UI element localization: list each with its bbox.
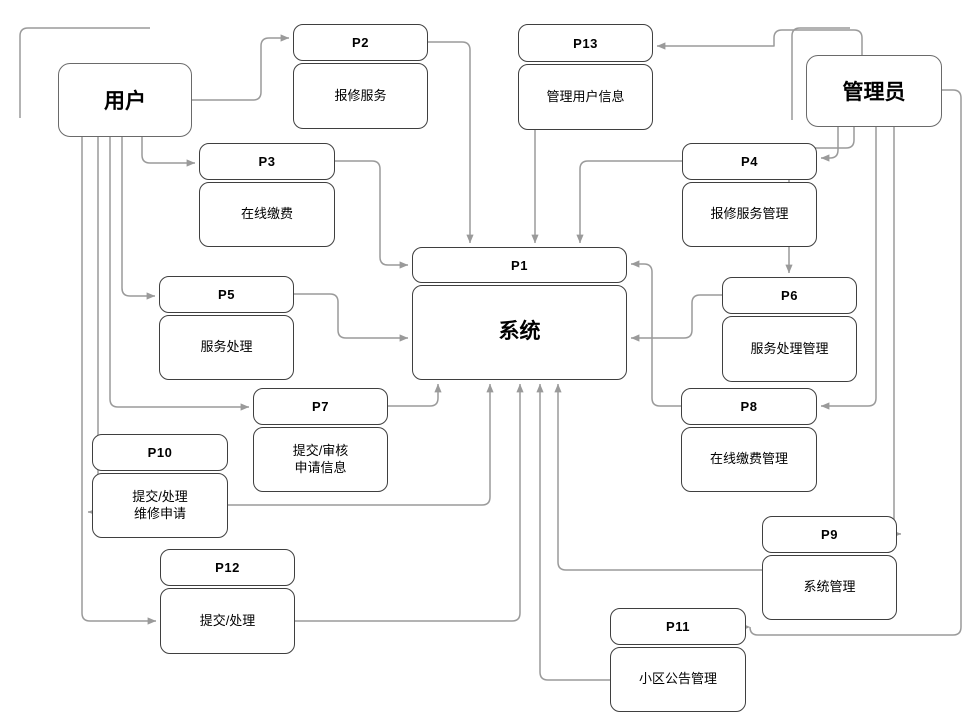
process-header-P6[interactable]: P6 xyxy=(722,277,857,314)
flow-admin-to-P9 xyxy=(892,127,902,538)
actor-admin[interactable]: 管理员 xyxy=(806,55,942,127)
process-label-P13: 管理用户信息 xyxy=(546,88,625,104)
process-body-P2[interactable]: 报修服务 xyxy=(293,63,428,129)
process-header-P8[interactable]: P8 xyxy=(681,388,817,425)
flow-P6-to-P1 xyxy=(630,294,722,342)
actor-user[interactable]: 用户 xyxy=(58,63,192,137)
process-body-P13[interactable]: 管理用户信息 xyxy=(518,64,653,130)
process-label-P1: 系统 xyxy=(498,320,541,344)
flow-admin-to-P4 xyxy=(820,127,839,162)
flow-user-to-P7 xyxy=(109,137,250,411)
process-body-P10[interactable]: 提交/处理维修申请 xyxy=(92,473,228,538)
process-header-P12[interactable]: P12 xyxy=(160,549,295,586)
process-header-P3[interactable]: P3 xyxy=(199,143,335,180)
process-label-P10: 提交/处理维修申请 xyxy=(132,489,188,521)
process-label-P8: 在线缴费管理 xyxy=(709,451,788,467)
process-label-P4: 报修服务管理 xyxy=(710,206,789,222)
flow-P12-to-P1 xyxy=(295,383,524,622)
process-header-P1[interactable]: P1 xyxy=(412,247,627,283)
process-header-P10[interactable]: P10 xyxy=(92,434,228,471)
flow-P9-to-P1 xyxy=(554,383,762,571)
process-label-P11: 小区公告管理 xyxy=(638,671,717,687)
flow-P8-to-P1 xyxy=(630,260,681,407)
process-label-P6: 服务处理管理 xyxy=(750,340,829,356)
process-body-P7[interactable]: 提交/审核申请信息 xyxy=(253,427,388,492)
flow-P3-to-P1 xyxy=(335,160,409,269)
process-header-P5[interactable]: P5 xyxy=(159,276,294,313)
process-body-P9[interactable]: 系统管理 xyxy=(762,555,897,620)
process-label-P7: 提交/审核申请信息 xyxy=(292,443,349,475)
flow-admin-to-P11 xyxy=(746,89,962,636)
process-label-P5: 服务处理 xyxy=(200,339,253,355)
flow-P4-to-P1 xyxy=(576,160,682,244)
process-label-P9: 系统管理 xyxy=(803,579,856,595)
flow-P5-to-P1 xyxy=(294,293,409,342)
flow-user-to-P3 xyxy=(141,137,196,167)
process-label-P3: 在线缴费 xyxy=(240,206,293,222)
process-body-P11[interactable]: 小区公告管理 xyxy=(610,647,746,712)
process-body-P1[interactable]: 系统 xyxy=(412,285,627,380)
flow-user-to-P2 xyxy=(192,34,290,101)
flow-P11-to-P1 xyxy=(536,383,610,681)
flow-user-to-P5 xyxy=(121,137,156,300)
process-body-P5[interactable]: 服务处理 xyxy=(159,315,294,380)
process-body-P12[interactable]: 提交/处理 xyxy=(160,588,295,654)
flow-P2-to-P1 xyxy=(428,41,474,244)
process-header-P2[interactable]: P2 xyxy=(293,24,428,61)
process-label-P12: 提交/处理 xyxy=(199,612,256,628)
flow-user-to-P12 xyxy=(81,137,157,625)
process-header-P7[interactable]: P7 xyxy=(253,388,388,425)
process-header-P9[interactable]: P9 xyxy=(762,516,897,553)
process-body-P8[interactable]: 在线缴费管理 xyxy=(681,427,817,492)
process-header-P11[interactable]: P11 xyxy=(610,608,746,645)
flow-admin-to-P8 xyxy=(820,127,877,410)
process-body-P6[interactable]: 服务处理管理 xyxy=(722,316,857,382)
process-body-P3[interactable]: 在线缴费 xyxy=(199,182,335,247)
process-body-P4[interactable]: 报修服务管理 xyxy=(682,182,817,247)
boundary-left xyxy=(19,27,150,118)
process-label-P2: 报修服务 xyxy=(334,87,387,103)
flow-admin-to-P13 xyxy=(656,29,863,55)
boundary-right xyxy=(791,27,850,120)
flow-P10-to-P1 xyxy=(228,383,494,506)
process-header-P4[interactable]: P4 xyxy=(682,143,817,180)
flow-P7-to-P1 xyxy=(388,383,442,407)
process-header-P13[interactable]: P13 xyxy=(518,24,653,62)
